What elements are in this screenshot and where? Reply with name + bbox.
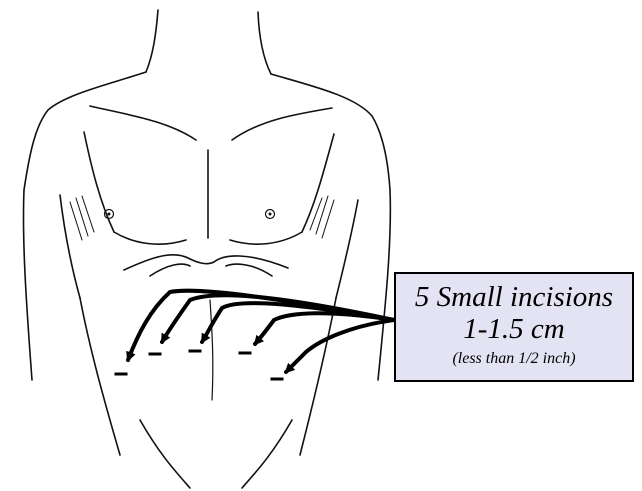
torso-outline xyxy=(23,10,390,488)
pointer-arrow-5 xyxy=(286,320,394,372)
pointer-arrow-1 xyxy=(128,291,394,360)
nipple-right xyxy=(266,210,275,219)
callout-size-note: (less than 1/2 inch) xyxy=(396,349,632,369)
pointer-arrows xyxy=(128,291,394,372)
incision-marks xyxy=(116,351,282,379)
incision-callout-box: 5 Small incisions 1-1.5 cm (less than 1/… xyxy=(394,272,634,382)
pointer-arrow-3 xyxy=(202,303,394,342)
callout-size: 1-1.5 cm xyxy=(396,314,632,345)
callout-heading: 5 Small incisions xyxy=(396,281,632,314)
